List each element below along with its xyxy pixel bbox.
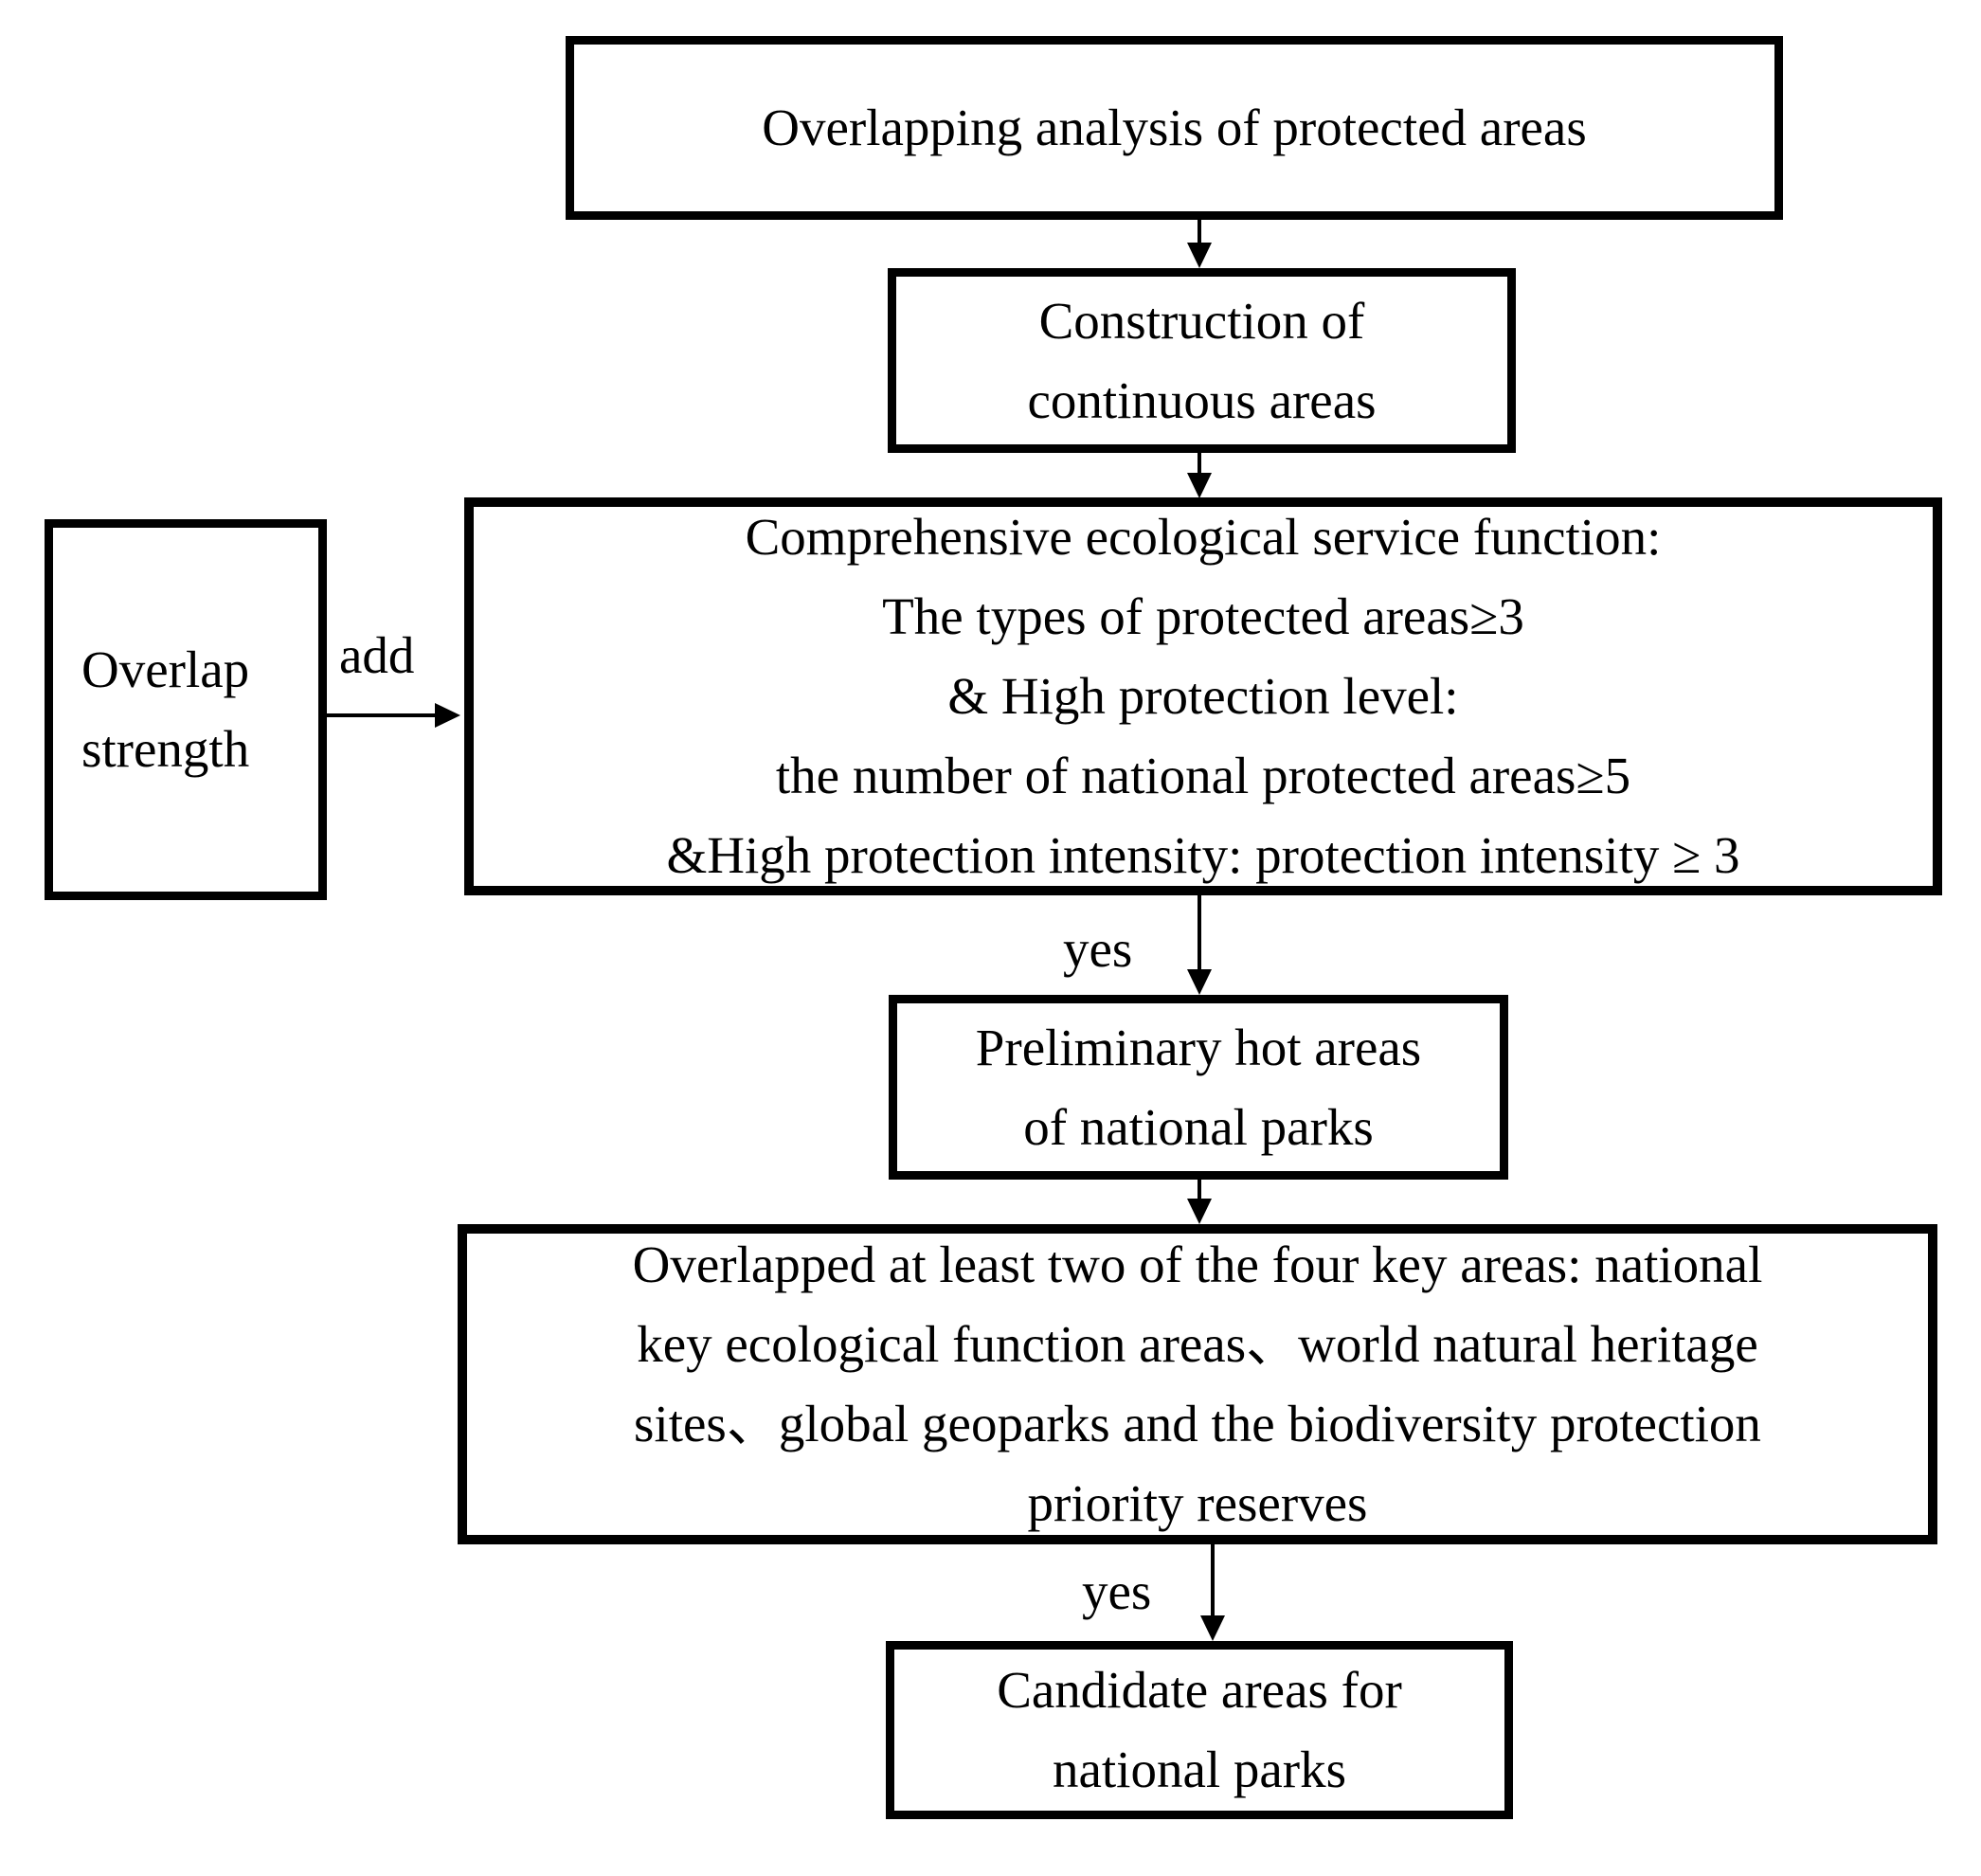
arrow-head-box5-box6 — [1200, 1615, 1225, 1641]
node-criteria-line-2: The types of protected areas≥3 — [882, 587, 1524, 645]
node-overlap-strength-line-2: strength — [81, 720, 250, 778]
node-comprehensive-criteria: Comprehensive ecological service functio… — [464, 497, 1942, 895]
node-preliminary-line-1: Preliminary hot areas — [975, 1018, 1422, 1076]
arrow-head-box1-box2 — [1187, 243, 1212, 268]
node-overlapping-analysis: Overlapping analysis of protected areas — [566, 36, 1783, 220]
node-key-areas-line-2: key ecological function areas、world natu… — [637, 1315, 1758, 1373]
node-key-areas-line-3: sites、global geoparks and the biodiversi… — [634, 1395, 1761, 1452]
node-overlapped-key-areas: Overlapped at least two of the four key … — [458, 1224, 1937, 1544]
node-preliminary-hot-areas: Preliminary hot areas of national parks — [889, 995, 1508, 1180]
arrow-head-box3-box4 — [1187, 969, 1212, 995]
node-key-areas-line-4: priority reserves — [1027, 1474, 1368, 1532]
node-criteria-line-4: the number of national protected areas≥5 — [775, 747, 1631, 804]
edge-label-yes-2: yes — [1082, 1562, 1152, 1620]
node-construction-continuous-areas: Construction of continuous areas — [888, 268, 1516, 453]
node-construction-line-2: continuous areas — [1027, 370, 1377, 429]
node-criteria-line-1: Comprehensive ecological service functio… — [745, 508, 1662, 566]
arrow-head-box2-box3 — [1187, 473, 1212, 498]
node-candidate-areas: Candidate areas for national parks — [886, 1641, 1513, 1819]
node-construction-line-1: Construction of — [1038, 291, 1365, 350]
node-criteria-line-3: & High protection level: — [947, 667, 1459, 725]
arrow-head-box4-box5 — [1187, 1199, 1212, 1224]
node-candidate-line-2: national parks — [1052, 1741, 1347, 1798]
node-overlapping-analysis-text: Overlapping analysis of protected areas — [762, 99, 1587, 156]
edge-label-add: add — [339, 626, 415, 684]
node-preliminary-line-2: of national parks — [1023, 1097, 1374, 1156]
arrow-head-overlap-box3 — [435, 703, 460, 728]
node-overlap-strength-line-1: Overlap — [81, 640, 250, 698]
edge-label-yes-1: yes — [1063, 920, 1133, 978]
node-overlap-strength: Overlap strength — [45, 519, 327, 900]
node-candidate-line-1: Candidate areas for — [997, 1661, 1402, 1719]
node-criteria-line-5: &High protection intensity: protection i… — [666, 826, 1740, 884]
node-key-areas-line-1: Overlapped at least two of the four key … — [632, 1236, 1763, 1293]
